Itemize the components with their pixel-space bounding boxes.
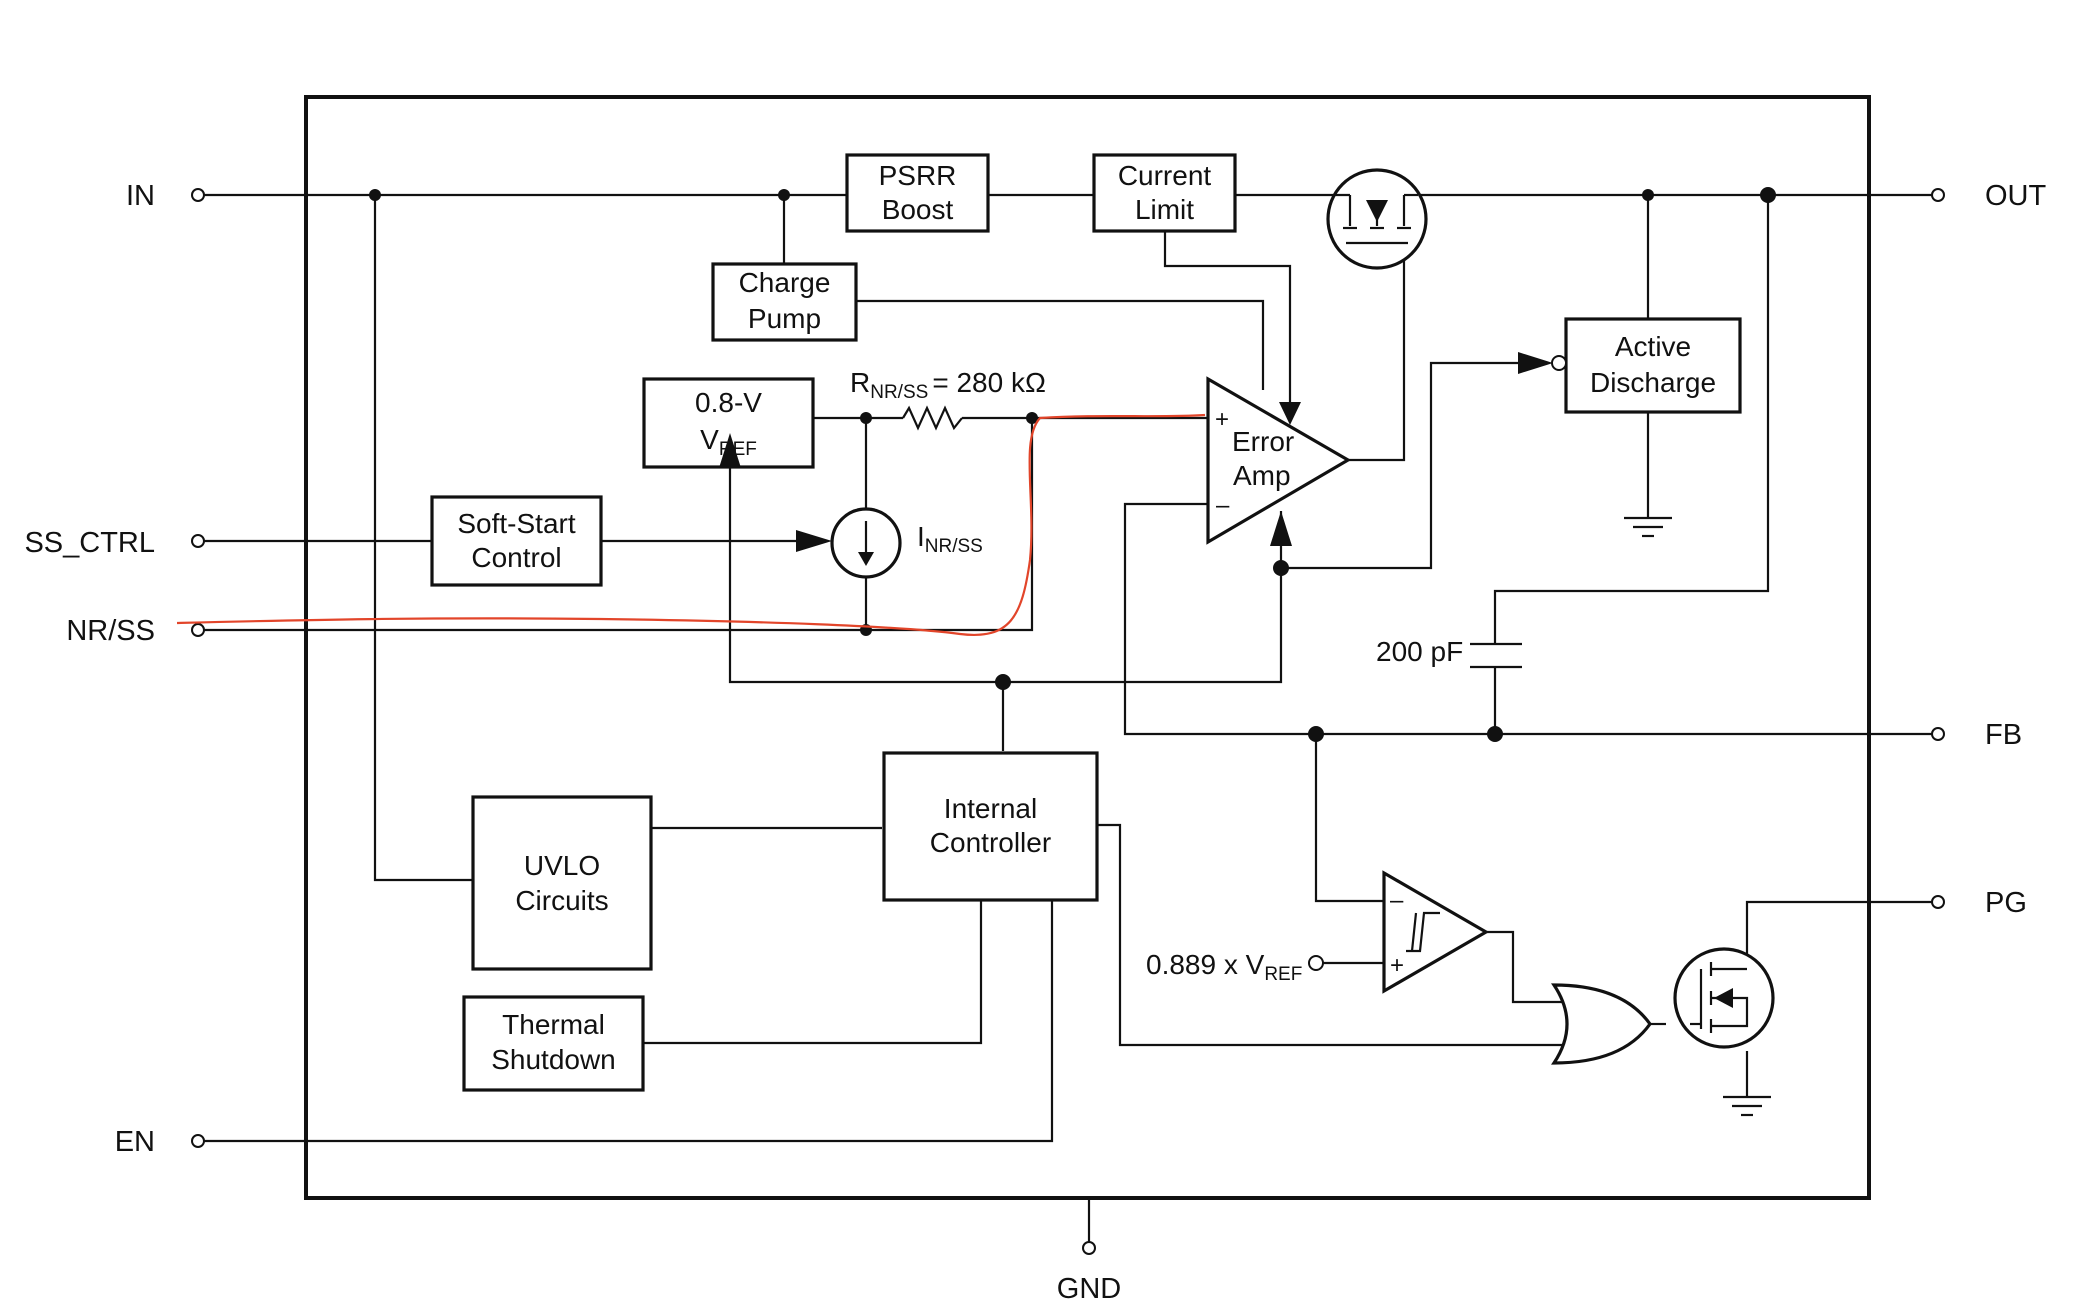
inrss-sub: NR/SS xyxy=(925,536,983,557)
uvlo-circuits-block: UVLO Circuits xyxy=(471,795,653,971)
inrss-main: I xyxy=(917,521,925,552)
pin-pg-label: PG xyxy=(1985,887,2027,919)
reference-voltage-prefix: 0.889 x V xyxy=(1146,949,1265,980)
comparator-plus: + xyxy=(1390,952,1404,979)
pass-mosfet xyxy=(1326,168,1428,270)
current-source-inrss xyxy=(830,507,902,579)
or-gate xyxy=(1551,983,1652,1065)
internal-controller-block: Internal Controller xyxy=(882,751,1099,902)
pin-out-label: OUT xyxy=(1985,180,2047,212)
error-amp-line1: Error xyxy=(1232,426,1294,457)
rnrss-value: = 280 kΩ xyxy=(932,367,1046,398)
soft-start-line1: Soft-Start xyxy=(457,508,575,539)
soft-start-line2: Control xyxy=(471,542,561,573)
error-amp-line2: Amp xyxy=(1233,460,1291,491)
soft-start-control-block: Soft-Start Control xyxy=(430,495,603,587)
current-limit-block: Current Limit xyxy=(1092,153,1237,233)
active-discharge-line1: Active xyxy=(1615,331,1691,362)
uvlo-line2: Circuits xyxy=(515,885,608,916)
capacitor-200pf xyxy=(1470,642,1522,669)
internal-controller-line2: Controller xyxy=(930,827,1051,858)
pin-en-label: EN xyxy=(115,1126,155,1158)
junction-dots xyxy=(369,187,1776,742)
reference-voltage-label: 0.889 x VREF xyxy=(1146,949,1302,985)
vref-block: 0.8-V VREF xyxy=(642,377,815,469)
pg-comparator: – + xyxy=(1382,870,1490,994)
pin-gnd-label: GND xyxy=(1057,1273,1121,1302)
psrr-boost-line1: PSRR xyxy=(879,160,957,191)
ground-symbol-discharge xyxy=(1624,516,1672,538)
ground-symbol-pg xyxy=(1723,1095,1771,1117)
thermal-line1: Thermal xyxy=(502,1009,605,1040)
resistor-rnrss xyxy=(902,405,963,431)
pin-ss-ctrl-label: SS_CTRL xyxy=(24,527,155,559)
pin-fb-label: FB xyxy=(1985,719,2022,751)
pg-mosfet xyxy=(1673,947,1775,1049)
ic-boundary xyxy=(304,95,1871,1200)
pin-terminals xyxy=(191,188,1945,1255)
charge-pump-block: Charge Pump xyxy=(711,262,858,342)
arrowheads xyxy=(719,352,1553,552)
capacitor-value-label: 200 pF xyxy=(1376,636,1463,667)
pin-in-label: IN xyxy=(126,180,155,212)
thermal-line2: Shutdown xyxy=(491,1044,616,1075)
red-annotation-line xyxy=(176,413,1206,636)
charge-pump-line1: Charge xyxy=(739,267,831,298)
uvlo-line1: UVLO xyxy=(524,850,600,881)
vref-line1: 0.8-V xyxy=(695,387,762,418)
charge-pump-line2: Pump xyxy=(748,303,821,334)
comparator-minus: – xyxy=(1390,887,1404,914)
active-discharge-line2: Discharge xyxy=(1590,367,1716,398)
active-discharge-block: Active Discharge xyxy=(1564,317,1742,414)
wires xyxy=(204,193,1932,1242)
error-amp-minus: – xyxy=(1216,492,1230,519)
thermal-shutdown-block: Thermal Shutdown xyxy=(462,995,645,1092)
rnrss-sub: NR/SS xyxy=(870,382,928,403)
reference-voltage-sub: REF xyxy=(1264,964,1302,985)
psrr-boost-block: PSRR Boost xyxy=(845,153,990,233)
active-discharge-inverting-bubble xyxy=(1551,355,1567,371)
current-limit-line1: Current xyxy=(1118,160,1212,191)
rnrss-label: RNR/SS= 280 kΩ xyxy=(850,367,1046,403)
vref-main: V xyxy=(700,424,719,455)
inrss-label: INR/SS xyxy=(917,521,983,557)
internal-controller-line1: Internal xyxy=(944,793,1037,824)
error-amp: Error Amp + – xyxy=(1206,376,1352,545)
error-amp-plus: + xyxy=(1215,406,1229,433)
rnrss-main: R xyxy=(850,367,870,398)
current-limit-line2: Limit xyxy=(1135,194,1194,225)
pin-nr-ss-label: NR/SS xyxy=(66,615,155,647)
psrr-boost-line2: Boost xyxy=(882,194,954,225)
